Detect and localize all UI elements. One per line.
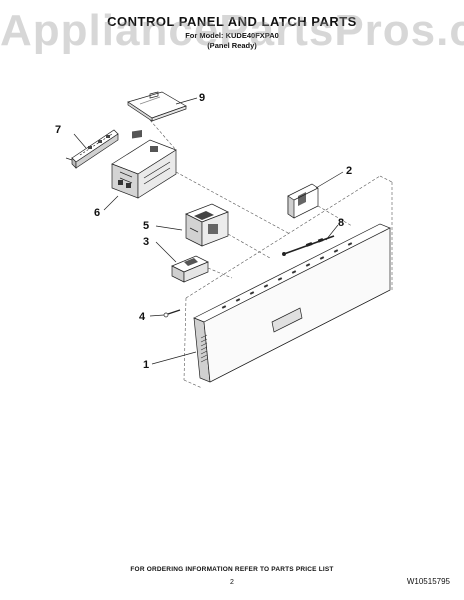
- page-number: 2: [230, 579, 234, 586]
- callout-9: 9: [199, 92, 205, 104]
- callout-3: 3: [143, 236, 149, 248]
- part-4-screw: [163, 309, 181, 318]
- callout-1: 1: [143, 359, 149, 371]
- variant-label: (Panel Ready): [207, 41, 257, 50]
- part-8-rod: [282, 235, 335, 256]
- assembly-outline: [149, 119, 393, 389]
- callout-4: 4: [139, 311, 146, 323]
- part-7-strip: [65, 129, 119, 169]
- callout-5: 5: [143, 220, 149, 232]
- page-title: CONTROL PANEL AND LATCH PARTS: [107, 14, 357, 29]
- part-3-strike: [171, 255, 209, 283]
- part-6-control-module: [111, 130, 177, 199]
- part-5-latch: [185, 203, 229, 247]
- model-line: For Model: KUDE40FXPA0: [185, 31, 279, 40]
- part-9-shield: [127, 91, 187, 122]
- ordering-note: FOR ORDERING INFORMATION REFER TO PARTS …: [130, 566, 334, 573]
- part-code: W10515795: [406, 577, 450, 586]
- callout-8: 8: [338, 217, 344, 229]
- part-1-control-panel: [193, 223, 391, 383]
- callout-labels: 1 2 3 4 5 6 7 8 9: [55, 92, 352, 371]
- callout-7: 7: [55, 124, 61, 136]
- callout-leaders: [73, 97, 344, 365]
- callout-2: 2: [346, 165, 352, 177]
- callout-6: 6: [94, 207, 100, 219]
- page-header: CONTROL PANEL AND LATCH PARTS For Model:…: [0, 14, 464, 50]
- part-2-bracket: [287, 183, 319, 219]
